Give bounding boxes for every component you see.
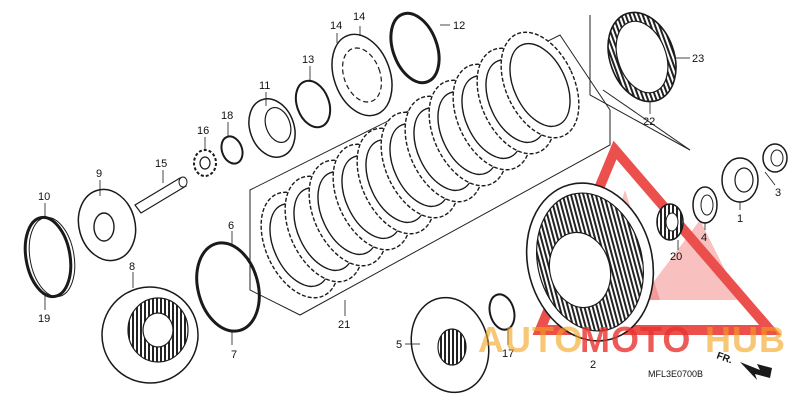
lifter-plate-11 [248, 98, 296, 158]
callout-23: 23 [692, 53, 704, 65]
callout-15: 15 [155, 158, 167, 170]
callout-16: 16 [197, 125, 209, 137]
clutch-hub-8 [101, 286, 199, 384]
callout-21: 21 [338, 319, 350, 331]
pressure-plate-9 [77, 188, 137, 262]
callout-19: 19 [38, 313, 50, 325]
callout-8: 8 [129, 261, 135, 273]
ring-gear-22-23 [607, 11, 677, 103]
callout-14b: 14 [353, 11, 365, 23]
collar-1 [721, 157, 759, 203]
needle-bearing-20 [656, 203, 684, 241]
lock-nut-16 [193, 149, 217, 177]
callout-7: 7 [231, 349, 237, 361]
callout-5: 5 [396, 339, 402, 351]
callout-3: 3 [775, 187, 781, 199]
thrust-washer-17 [488, 293, 516, 331]
lifter-rod-15 [134, 176, 188, 214]
bush-3 [762, 143, 788, 173]
callout-13: 13 [302, 54, 314, 66]
seat-ring-13 [294, 79, 332, 129]
plates-group-outline [249, 34, 611, 316]
front-direction-arrow: FR. [715, 350, 772, 380]
callout-labels: 1 2 3 4 5 6 7 8 9 10 11 12 13 14 14 15 1… [38, 11, 781, 371]
leader-lines [44, 24, 776, 345]
watermark-hub: HUB [705, 319, 786, 360]
callout-18: 18 [221, 110, 233, 122]
wire-ring-6-7 [195, 241, 261, 333]
callout-11: 11 [259, 80, 270, 92]
clutch-plate-stack [260, 31, 580, 299]
snap-ring-10-19 [23, 215, 76, 299]
sleeve-4 [692, 186, 718, 224]
diagram-code: MFL3E0700B [648, 369, 703, 379]
watermark-auto: AUTO [478, 319, 583, 360]
callout-20: 20 [670, 251, 682, 263]
watermark-moto: MOTO [580, 319, 691, 360]
clutch-plate-inner [509, 42, 571, 128]
callout-10: 10 [38, 191, 50, 203]
direction-label: FR. [715, 350, 734, 366]
callout-2: 2 [590, 359, 596, 371]
callout-1: 1 [737, 213, 743, 225]
clutch-center-5 [410, 296, 490, 394]
clutch-plate [500, 31, 580, 139]
callout-17: 17 [502, 348, 514, 360]
callout-4: 4 [701, 232, 707, 244]
callout-22: 22 [643, 116, 655, 128]
judder-plate-14 [331, 33, 393, 117]
watermark-text: AUTO MOTO HUB [478, 319, 786, 360]
callout-9: 9 [96, 168, 102, 180]
callout-14a: 14 [330, 20, 342, 32]
bracket-line [589, 15, 691, 151]
callout-12: 12 [453, 20, 465, 32]
wire-ring-12 [389, 11, 441, 85]
clutch-outer-2 [525, 182, 655, 342]
callout-6: 6 [228, 220, 234, 232]
washer-18 [220, 135, 244, 165]
